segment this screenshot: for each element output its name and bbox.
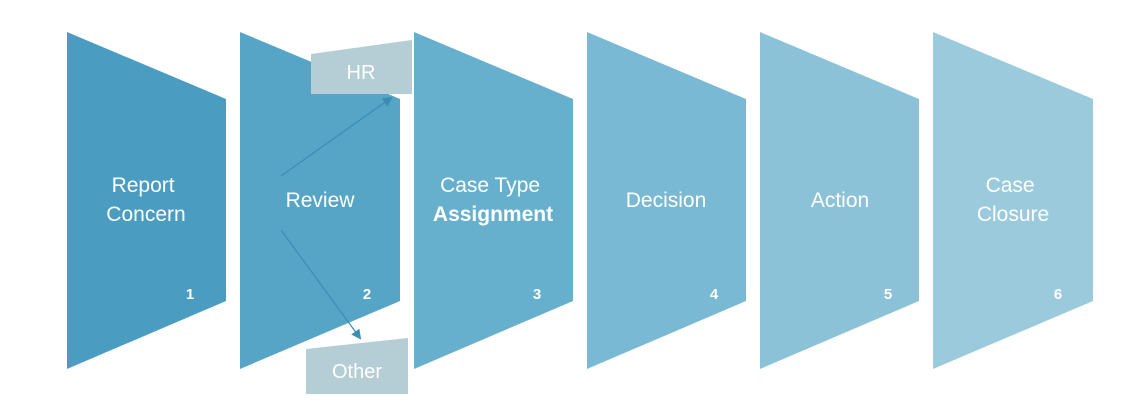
step-1-label: Report Concern	[106, 174, 185, 226]
step-5: Action 5	[760, 32, 919, 369]
arrow-to-other	[280, 229, 362, 340]
step-4: Decision 4	[587, 32, 746, 369]
branch-other-box	[306, 338, 408, 394]
step-2-shape	[240, 32, 400, 369]
step-3-label-line-1: Case Type	[440, 174, 540, 197]
step-5-shape	[760, 32, 919, 369]
step-5-label-line-1: Action	[811, 189, 869, 212]
step-3-shape	[414, 32, 573, 369]
step-2-label-line-1: Review	[286, 189, 356, 212]
step-3-label: Case Type Assignment	[433, 174, 553, 226]
arrow-to-hr	[280, 96, 393, 177]
branch-hr-box	[311, 40, 412, 94]
step-4-label-line-1: Decision	[626, 189, 707, 212]
step-1-label-line-2: Concern	[106, 203, 185, 226]
step-6-label-line-1: Case	[986, 174, 1035, 197]
step-4-shape	[587, 32, 746, 369]
step-6-label-line-2: Closure	[977, 203, 1049, 226]
step-6-shape	[933, 32, 1093, 369]
step-1-number: 1	[186, 286, 194, 303]
step-5-number: 5	[884, 286, 892, 303]
step-1-shape	[67, 32, 226, 369]
step-1-label-line-1: Report	[112, 174, 175, 197]
branch-hr: HR	[311, 40, 412, 94]
step-3: Case Type Assignment 3	[414, 32, 573, 369]
branch-other: Other	[306, 338, 408, 394]
step-1: Report Concern 1	[67, 32, 226, 369]
step-2-label: Review	[286, 189, 356, 212]
step-3-number: 3	[533, 286, 541, 303]
branch-hr-label: HR	[347, 62, 376, 84]
step-3-label-line-2: Assignment	[433, 203, 553, 226]
step-6-label: Case Closure	[977, 174, 1049, 226]
step-4-number: 4	[710, 286, 719, 303]
step-4-label: Decision	[626, 189, 707, 212]
step-2: Review 2	[240, 32, 400, 369]
step-5-label: Action	[811, 189, 869, 212]
branch-other-label: Other	[332, 361, 382, 383]
step-6-number: 6	[1054, 286, 1062, 303]
step-6: Case Closure 6	[933, 32, 1093, 369]
step-2-number: 2	[363, 286, 371, 303]
